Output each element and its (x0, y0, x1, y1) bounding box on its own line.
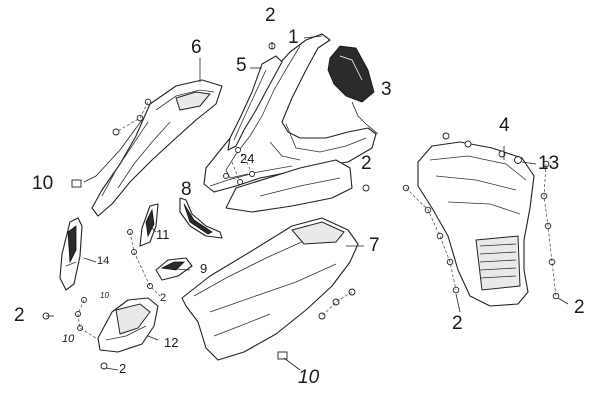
part-3-cover (327, 45, 379, 135)
callout-2-right-a: 2 (452, 313, 463, 334)
callout-3: 3 (381, 79, 392, 100)
callout-2-small: 2 (160, 292, 167, 304)
callout-8: 8 (181, 179, 192, 200)
leader-lines (46, 35, 569, 371)
callout-2-left: 2 (14, 305, 25, 326)
callout-10-small-a: 10 (100, 291, 109, 300)
callout-12: 12 (164, 335, 179, 350)
callout-2-mid: 2 (361, 153, 372, 174)
callout-10-bottom: 10 (298, 367, 320, 388)
callout-2-top: 2 (265, 5, 276, 26)
callout-7: 7 (369, 235, 380, 256)
part-24-clips (223, 147, 255, 185)
callout-6: 6 (191, 37, 202, 58)
part-7-side-panel (181, 217, 359, 361)
leg-shield-assembly (417, 141, 535, 307)
grille (479, 243, 517, 279)
lower-inner-panel (225, 159, 353, 213)
callout-1: 1 (288, 27, 299, 48)
part-8-trim (179, 197, 223, 239)
callout-14: 14 (97, 255, 110, 267)
callout-5: 5 (236, 55, 247, 76)
callout-2-bottom: 2 (119, 361, 127, 376)
part-5-inner-bracket (227, 55, 283, 151)
callout-10-small-b: 10 (62, 333, 75, 345)
part-6-side-cowl (91, 79, 223, 217)
part-14-strip (59, 217, 83, 291)
part-11-bracket (139, 203, 159, 247)
callout-10-left: 10 (32, 173, 54, 194)
part-12-lower-bracket (97, 297, 159, 353)
callout-4: 4 (499, 115, 510, 136)
callout-24: 24 (240, 151, 255, 166)
callout-9: 9 (200, 261, 208, 276)
callout-11: 11 (156, 227, 170, 242)
callout-13: 13 (538, 153, 560, 174)
callout-2-right-b: 2 (574, 297, 585, 318)
